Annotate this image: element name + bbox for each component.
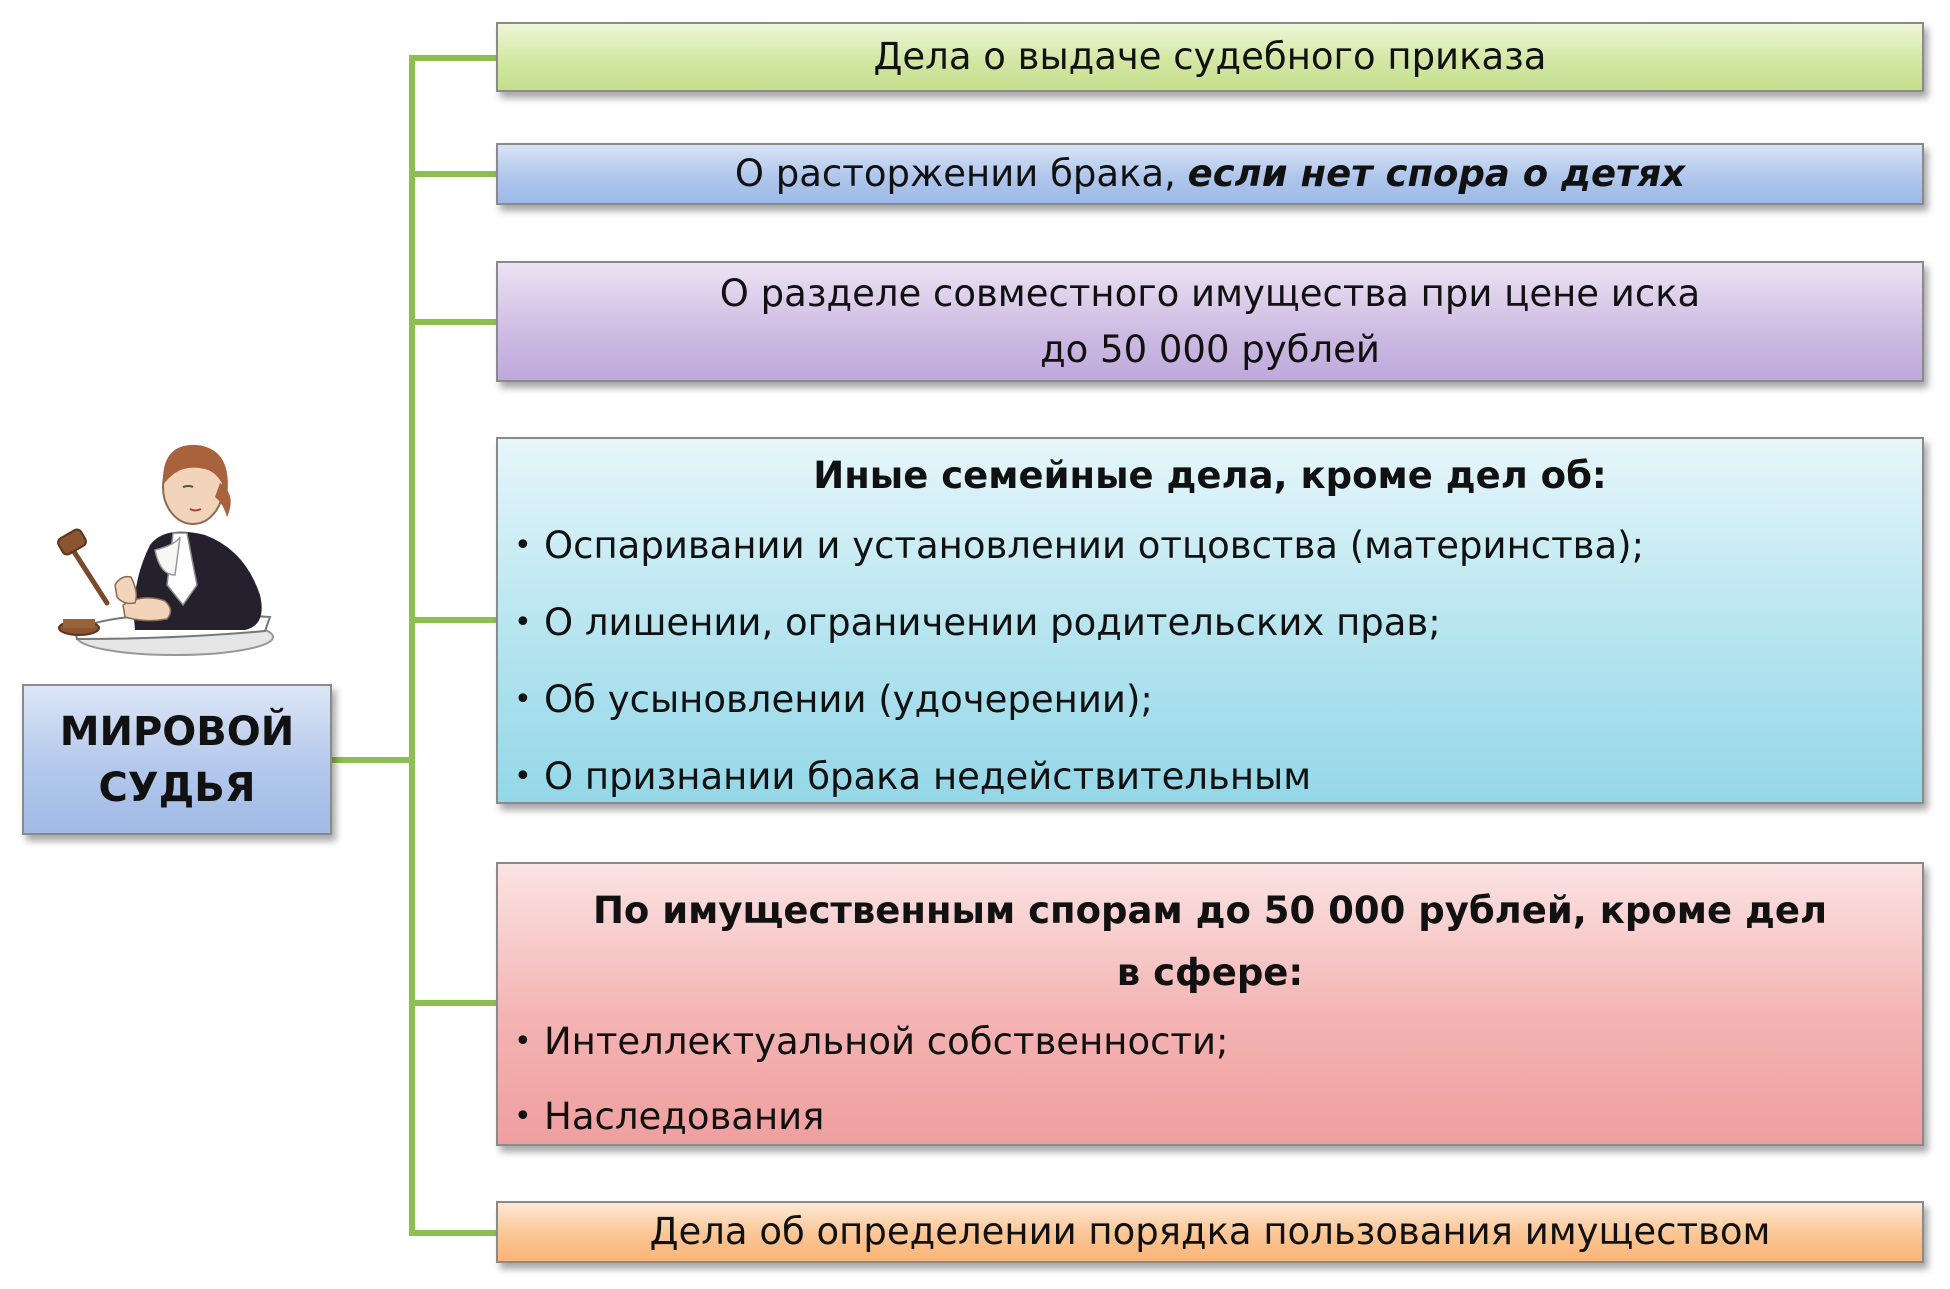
branch-box-family-cases: Иные семейные дела, кроме дел об: • Оспар… xyxy=(496,437,1924,804)
branch-box-court-order: Дела о выдаче судебного приказа xyxy=(496,22,1924,92)
list-item-text: О признании брака недействительным xyxy=(544,755,1312,798)
family-cases-exceptions-list: • Оспаривании и установлении отцовства (м… xyxy=(498,507,1922,815)
branch-box-property-division: О разделе совместного имущества при цене… xyxy=(496,261,1924,382)
bullet-icon: • xyxy=(514,605,532,640)
list-item-text: Наследования xyxy=(544,1095,825,1138)
root-label-line-2: СУДЬЯ xyxy=(98,764,256,811)
list-item-text: Об усыновлении (удочерении); xyxy=(544,678,1153,721)
list-item: • Оспаривании и установлении отцовства (м… xyxy=(514,507,1922,584)
list-item: • Интеллектуальной собственности; xyxy=(514,1004,1922,1079)
branch-box-divorce: О расторжении брака, если нет спора о де… xyxy=(496,143,1924,205)
branch-label-court-order: Дела о выдаче судебного приказа xyxy=(873,35,1547,78)
judge-illustration xyxy=(57,444,274,656)
list-item: • Об усыновлении (удочерении); xyxy=(514,661,1922,738)
branch-box-property-disputes: По имущественным спорам до 50 000 рублей… xyxy=(496,862,1924,1146)
branch-label-property-use: Дела об определении порядка пользования … xyxy=(649,1210,1771,1253)
list-item-text: Оспаривании и установлении отцовства (ма… xyxy=(544,524,1645,567)
branch-box-property-use: Дела об определении порядка пользования … xyxy=(496,1201,1924,1263)
branch-title-property-disputes-line-2: в сфере: xyxy=(1116,951,1304,994)
root-box-justice-of-the-peace: МИРОВОЙ СУДЬЯ xyxy=(22,684,332,835)
list-item: • О лишении, ограничении родительских пра… xyxy=(514,584,1922,661)
branch-label-divorce: О расторжении брака, если нет спора о де… xyxy=(735,146,1685,202)
bullet-icon: • xyxy=(514,528,532,563)
bullet-icon: • xyxy=(514,1024,532,1059)
branch-label-property-division-line-1: О разделе совместного имущества при цене… xyxy=(719,271,1701,315)
branch-label-divorce-emphasis: если нет спора о детях xyxy=(1187,152,1686,195)
bullet-icon: • xyxy=(514,1099,532,1134)
branch-label-property-division-line-2: до 50 000 рублей xyxy=(1040,327,1380,371)
list-item-text: О лишении, ограничении родительских прав… xyxy=(544,601,1441,644)
list-item: • О признании брака недействительным xyxy=(514,738,1922,815)
root-label-line-1: МИРОВОЙ xyxy=(59,708,295,755)
list-item: • Наследования xyxy=(514,1079,1922,1154)
list-item-text: Интеллектуальной собственности; xyxy=(544,1020,1229,1063)
branch-title-family-cases: Иные семейные дела, кроме дел об: xyxy=(813,454,1607,497)
branch-label-divorce-normal: О расторжении брака, xyxy=(734,152,1188,195)
bullet-icon: • xyxy=(514,759,532,794)
property-disputes-exceptions-list: • Интеллектуальной собственности; • Наслед… xyxy=(498,1004,1922,1154)
bullet-icon: • xyxy=(514,682,532,717)
branch-title-property-disputes-line-1: По имущественным спорам до 50 000 рублей… xyxy=(592,889,1828,932)
